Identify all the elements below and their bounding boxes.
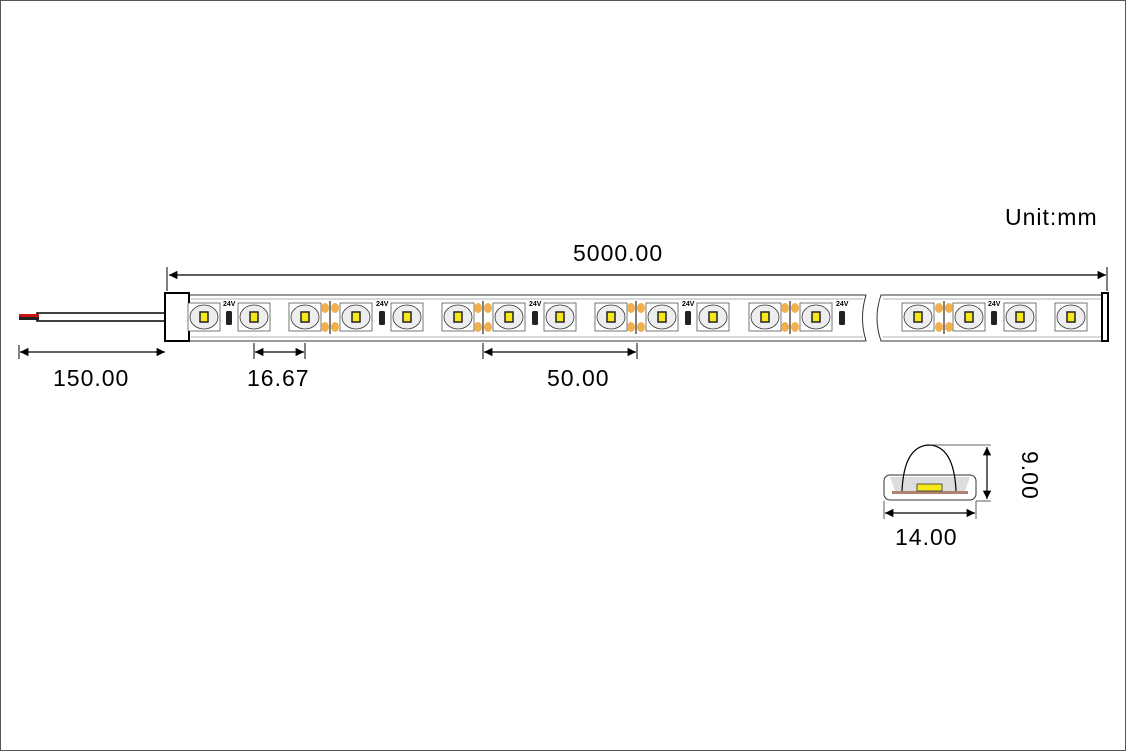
voltage-label: 24V [836,301,849,308]
led-chip [288,302,322,332]
right-end-cap [1101,292,1109,342]
resistor: 24V [836,301,849,325]
height-label: 9.00 [1017,451,1043,500]
resistor: 24V [529,301,542,325]
cut-unit-label: 50.00 [547,365,610,391]
unit-label: Unit:mm [1005,204,1098,230]
led-chip [1003,302,1037,332]
led-chip [492,302,526,332]
led-chip [187,302,221,332]
led-chip [952,302,986,332]
resistor: 24V [682,301,695,325]
voltage-label: 24V [376,301,389,308]
led-chip [441,302,475,332]
voltage-label: 24V [529,301,542,308]
cut-mark [935,301,953,334]
led-chip [799,302,833,332]
left-end-cap [164,292,190,342]
led-chip [543,302,577,332]
led-chip [748,302,782,332]
wire-length-label: 150.00 [53,365,129,391]
led-chip [901,302,935,332]
cut-mark [321,301,339,334]
power-wire [19,312,168,322]
led-chip [390,302,424,332]
cut-mark [627,301,645,334]
cross-section-view [883,444,992,519]
led-chip [645,302,679,332]
resistor: 24V [988,301,1001,325]
resistor: 24V [376,301,389,325]
voltage-label: 24V [682,301,695,308]
total-length-label: 5000.00 [573,240,663,266]
cut-mark [781,301,799,334]
voltage-label: 24V [988,301,1001,308]
led-chip [696,302,730,332]
led-chip [339,302,373,332]
led-pitch-label: 16.67 [247,365,310,391]
voltage-label: 24V [223,301,236,308]
width-label: 14.00 [895,524,958,550]
led-chip-section [916,483,943,492]
led-chip [1054,302,1088,332]
cut-mark [474,301,492,334]
resistor: 24V [223,301,236,325]
led-chip [594,302,628,332]
led-chip [237,302,271,332]
